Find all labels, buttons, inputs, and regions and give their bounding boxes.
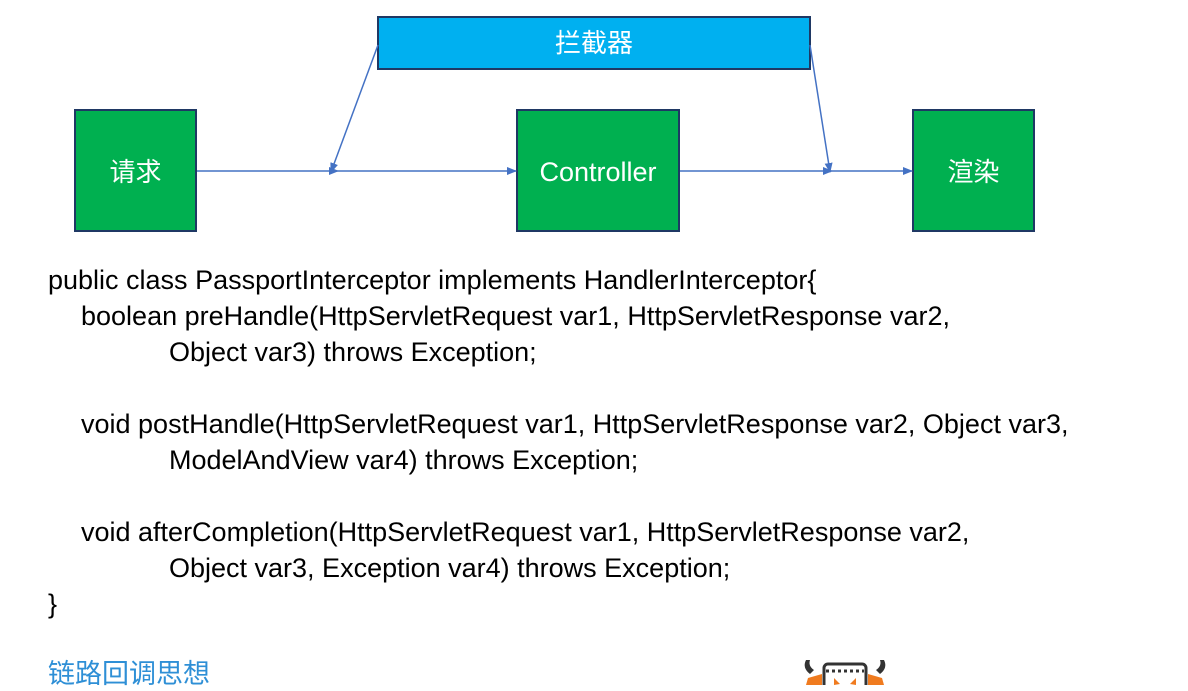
code-line: void afterCompletion(HttpServletRequest … — [81, 517, 970, 547]
interceptor-flow-diagram: 拦截器 请求 Controller 渲染 — [74, 16, 1035, 232]
code-blank-line — [48, 370, 1068, 406]
code-block: public class PassportInterceptor impleme… — [48, 262, 1068, 622]
code-line: ModelAndView var4) throws Exception; — [169, 445, 639, 475]
interceptor-post-arrow — [809, 44, 833, 173]
controller-box — [516, 109, 680, 232]
interceptor-pre-arrow — [330, 44, 379, 173]
interceptor-bar — [377, 16, 811, 70]
mascot-logo-icon — [804, 660, 886, 685]
render-box — [912, 109, 1035, 232]
render-label: 渲染 — [947, 158, 999, 188]
code-line: boolean preHandle(HttpServletRequest var… — [81, 301, 950, 331]
code-line: Object var3) throws Exception; — [169, 337, 537, 367]
interceptor-label: 拦截器 — [555, 29, 633, 59]
controller-label: Controller — [539, 157, 656, 187]
code-line: void postHandle(HttpServletRequest var1,… — [81, 409, 1069, 439]
request-box — [74, 109, 197, 232]
request-label: 请求 — [109, 158, 161, 188]
code-blank-line — [48, 478, 1068, 514]
code-line: Object var3, Exception var4) throws Exce… — [169, 553, 731, 583]
callback-chain-note: 链路回调思想 — [48, 659, 210, 690]
code-line: public class PassportInterceptor impleme… — [48, 265, 817, 295]
code-line: } — [48, 589, 58, 619]
